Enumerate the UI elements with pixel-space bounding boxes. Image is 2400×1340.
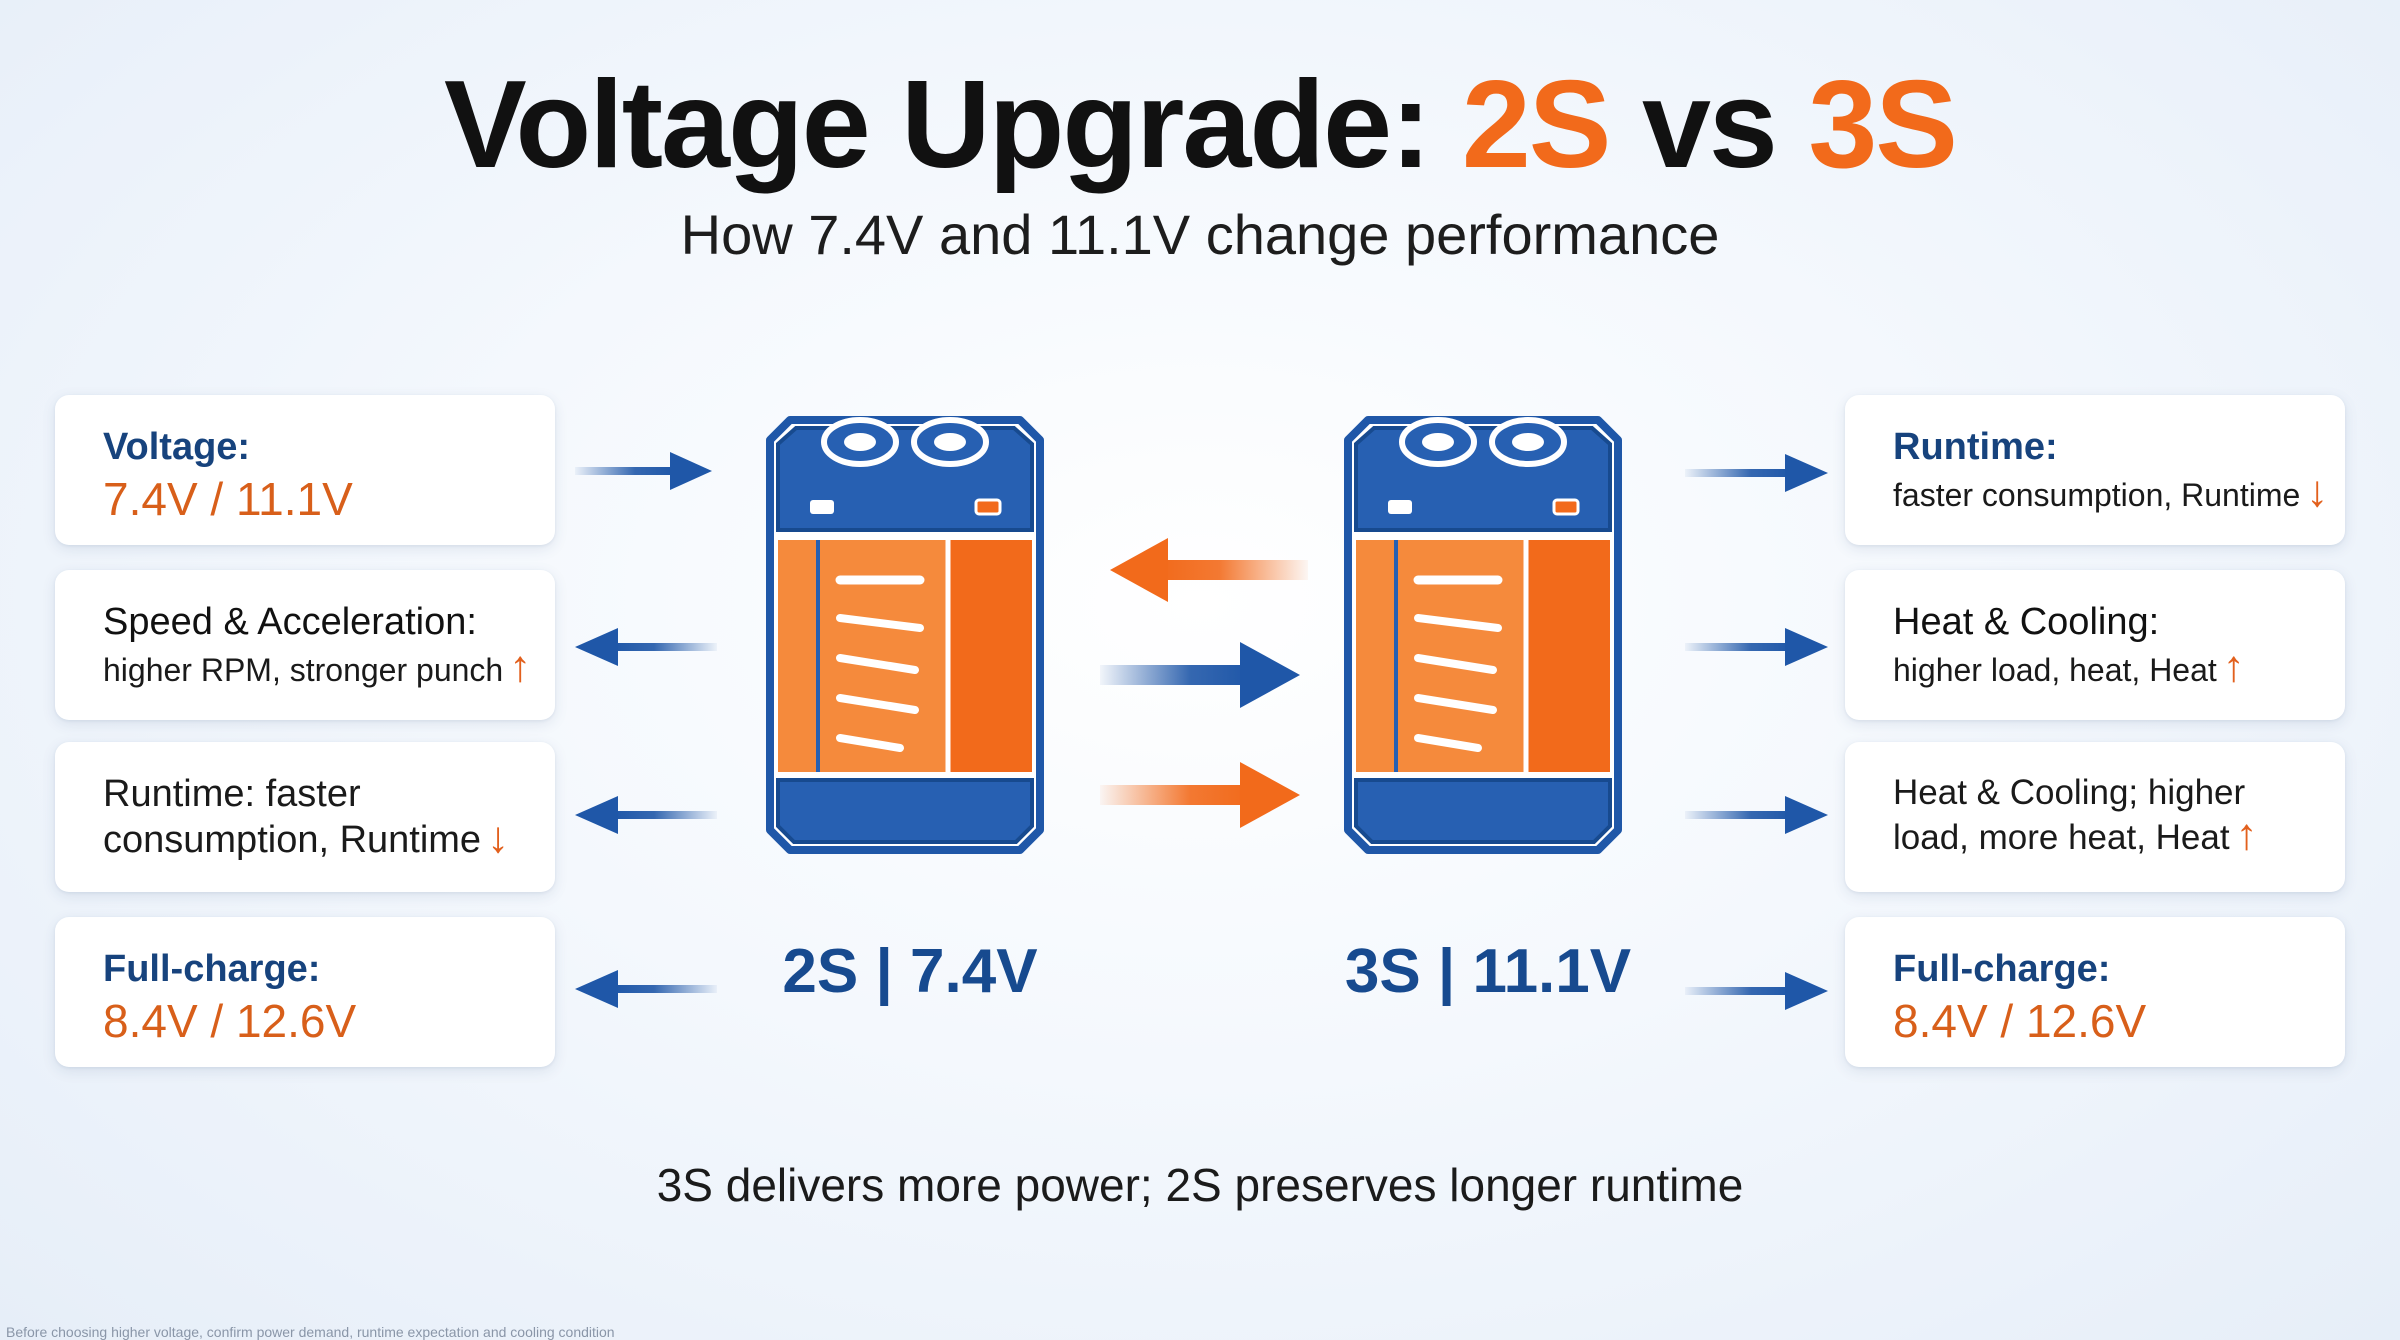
arrow-right-blue-icon — [1100, 642, 1300, 708]
arrow-right-icon — [1685, 454, 1828, 492]
arrow-right-icon — [575, 452, 712, 490]
arrow-right-orange-icon — [1100, 762, 1300, 828]
card-label: Heat & Cooling: — [1893, 601, 2160, 643]
card-left-voltage: Voltage: 7.4V / 11.1V — [55, 395, 555, 545]
card-label: Runtime: — [1893, 426, 2058, 468]
arrow-left-icon — [575, 628, 717, 666]
card-right-runtime: Runtime: faster consumption, Runtime↓ — [1845, 395, 2345, 545]
card-detail: higher RPM, stronger punch — [103, 652, 504, 688]
card-left-speed: Speed & Acceleration: higher RPM, strong… — [55, 570, 555, 720]
arrow-up-icon: ↑ — [2235, 810, 2258, 859]
arrow-up-icon: ↑ — [2222, 642, 2245, 691]
card-label: Full-charge: — [1893, 948, 2111, 990]
card-label: Full-charge: — [103, 948, 321, 990]
arrow-left-icon — [575, 970, 717, 1008]
card-right-heat: Heat & Cooling: higher load, heat, Heat↑ — [1845, 570, 2345, 720]
card-label-line2: consumption, Runtime — [103, 819, 482, 861]
card-value: 8.4V / 12.6V — [103, 995, 357, 1047]
card-left-full-charge: Full-charge: 8.4V / 12.6V — [55, 917, 555, 1067]
arrow-right-icon — [1685, 972, 1828, 1010]
title-2s: 2S — [1461, 56, 1612, 194]
title-prefix: Voltage Upgrade: — [444, 56, 1462, 194]
arrow-right-icon — [1685, 796, 1828, 834]
arrow-right-icon — [1685, 628, 1828, 666]
card-detail: faster consumption, Runtime — [1893, 477, 2301, 513]
page-subtitle: How 7.4V and 11.1V change performance — [680, 203, 1720, 266]
card-label: Speed & Acceleration: — [103, 601, 477, 643]
card-label-line1: Heat & Cooling; higher — [1893, 773, 2246, 812]
card-right-full-charge: Full-charge: 8.4V / 12.6V — [1845, 917, 2345, 1067]
card-value: 7.4V / 11.1V — [103, 473, 353, 525]
card-right-heat-cooling: Heat & Cooling; higher load, more heat, … — [1845, 742, 2345, 892]
arrow-up-icon: ↑ — [509, 642, 532, 691]
arrow-left-orange-icon — [1110, 538, 1308, 602]
card-label-line1: Runtime: faster — [103, 773, 361, 815]
battery-3s-label: 3S | 11.1V — [1344, 937, 1632, 1006]
summary-text: 3S delivers more power; 2S preserves lon… — [656, 1159, 1744, 1211]
arrow-down-icon: ↓ — [2306, 467, 2329, 516]
page-title: Voltage Upgrade: 2S vs 3S — [0, 55, 2400, 195]
card-label: Voltage: — [103, 426, 251, 468]
battery-2s-label: 2S | 7.4V — [782, 937, 1038, 1006]
arrow-left-icon — [575, 796, 717, 834]
footnote: Before choosing higher voltage, confirm … — [6, 1324, 615, 1340]
card-left-runtime: Runtime: faster consumption, Runtime↓ — [55, 742, 555, 892]
card-label-line2: load, more heat, Heat — [1893, 818, 2230, 857]
card-value: 8.4V / 12.6V — [1893, 995, 2147, 1047]
title-3s: 3S — [1808, 56, 1958, 194]
arrow-down-icon: ↓ — [487, 813, 510, 862]
title-vs: vs — [1609, 56, 1809, 194]
card-detail: higher load, heat, Heat — [1893, 652, 2217, 688]
battery-3s-icon — [1348, 420, 1618, 850]
battery-2s-icon — [770, 420, 1040, 850]
